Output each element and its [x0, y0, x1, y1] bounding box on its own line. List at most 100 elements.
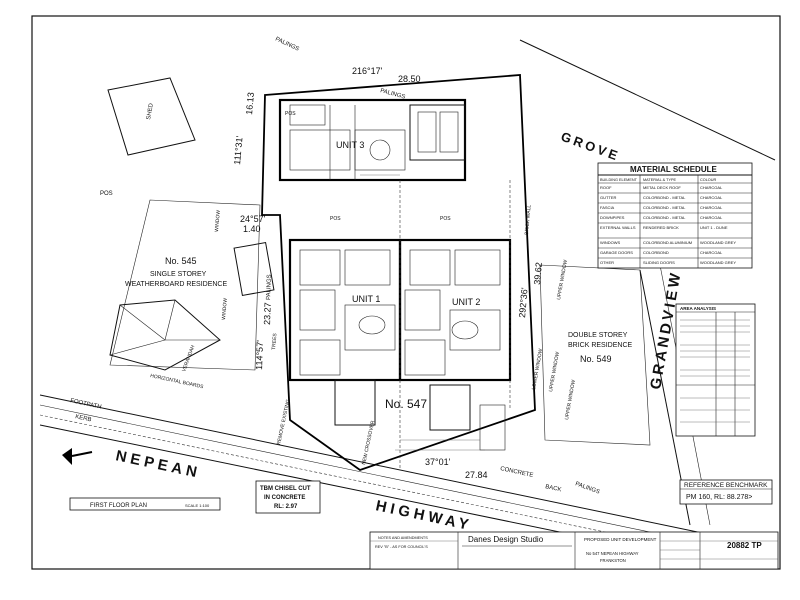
- window-label-left-2: WINDOW: [221, 298, 229, 321]
- unit-1-plan: UNIT 1: [288, 238, 402, 382]
- svg-text:POS: POS: [100, 191, 113, 197]
- unit-1-label: UNIT 1: [352, 294, 380, 304]
- lot-549-number: No. 549: [580, 354, 612, 364]
- reference-benchmark: REFERENCE BENCHMARK PM 160, RL: 88.278>: [679, 479, 773, 505]
- upper-window-label-2: UPPER WINDOW: [548, 351, 561, 392]
- unit-2-label: UNIT 2: [452, 297, 480, 307]
- svg-text:CHARCOAL: CHARCOAL: [700, 185, 723, 190]
- north-arrow-icon: [62, 448, 93, 465]
- svg-text:24°57': 24°57': [240, 214, 266, 224]
- dim-left-upper: 111°31' 16.13: [232, 92, 256, 165]
- svg-text:WOODLAND GREY: WOODLAND GREY: [700, 260, 736, 265]
- trees-label: TREES: [271, 332, 278, 350]
- svg-text:SCALE 1:100: SCALE 1:100: [185, 503, 210, 508]
- material-row: ROOF METAL DECK ROOF CHARCOAL: [598, 185, 752, 194]
- svg-text:ROOF: ROOF: [600, 185, 612, 190]
- verandah-roof: VERANDAH: [109, 299, 221, 373]
- driveway: [334, 180, 511, 470]
- material-row: GUTTER COLORBOND - METAL CHARCOAL: [598, 195, 752, 204]
- unit-3-plan: UNIT 3: [278, 98, 467, 182]
- site-boundary: [261, 74, 536, 472]
- svg-text:COLORBOND - METAL: COLORBOND - METAL: [643, 215, 686, 220]
- dim-bottom: 37°01' 27.84: [425, 457, 488, 480]
- svg-text:216°17': 216°17': [352, 66, 383, 76]
- svg-text:AREA ANALYSIS: AREA ANALYSIS: [680, 306, 716, 311]
- window-label-left-1: WINDOW: [214, 210, 222, 233]
- pos-label-unit2: POS: [440, 216, 451, 222]
- remove-existing-label: REMOVE EXISTING: [276, 399, 292, 446]
- street-grove: GROVE: [559, 129, 622, 164]
- dim-right: 292°36' 39.62: [517, 262, 544, 318]
- notes-heading: NOTES AND AMENDMENTS: [378, 536, 428, 540]
- svg-text:1.40: 1.40: [243, 224, 261, 234]
- neighbour-shed: SHED: [107, 77, 196, 156]
- dim-left-lower: 114°57' 23.27: [254, 302, 273, 370]
- material-row: WINDOWS COLORBOND ALUMINIUM WOODLAND GRE…: [598, 240, 752, 249]
- svg-text:VERANDAH: VERANDAH: [181, 344, 196, 373]
- svg-text:REFERENCE BENCHMARK: REFERENCE BENCHMARK: [684, 482, 768, 489]
- street-highway: HIGHWAY: [374, 497, 474, 534]
- svg-text:CHARCOAL: CHARCOAL: [700, 195, 723, 200]
- material-schedule: MATERIAL SCHEDULE BUILDING ELEMENT MATER…: [597, 162, 753, 269]
- palings-label-top-left: PALINGS: [274, 36, 300, 52]
- svg-text:CHARCOAL: CHARCOAL: [700, 215, 723, 220]
- svg-text:37°01': 37°01': [425, 457, 451, 467]
- material-row: DOWNPIPES COLORBOND - METAL CHARCOAL: [598, 215, 752, 224]
- material-row: EXTERNAL WALLS RENDERED BRICK UNIT 1 - D…: [598, 225, 752, 239]
- project-address: No 547 NEPEAN HIGHWAY: [586, 551, 639, 556]
- palings-label-left: PALINGS: [266, 274, 273, 300]
- drawing-number: 20882 TP: [727, 541, 762, 550]
- svg-text:16.13: 16.13: [244, 92, 256, 115]
- dim-top: 216°17' 28.50: [352, 66, 421, 84]
- svg-text:FASCIA: FASCIA: [600, 205, 615, 210]
- svg-text:METAL DECK ROOF: METAL DECK ROOF: [643, 185, 681, 190]
- lot-545-number: No. 545: [165, 256, 197, 266]
- back-label: BACK: [545, 484, 562, 493]
- pos-label-unit3: POS: [285, 111, 296, 117]
- svg-text:MATERIAL & TYPE: MATERIAL & TYPE: [643, 178, 677, 182]
- svg-text:COLORBOND - METAL: COLORBOND - METAL: [643, 195, 686, 200]
- upper-window-label-3: UPPER WINDOW: [564, 379, 577, 420]
- svg-text:GARAGE DOORS: GARAGE DOORS: [600, 250, 633, 255]
- floor-plan-title: FIRST FLOOR PLAN SCALE 1:100: [69, 497, 221, 511]
- brick-wall-label: BRICK WALL: [524, 204, 533, 235]
- studio-name: Danes Design Studio: [468, 535, 544, 544]
- area-analysis-table: AREA ANALYSIS: [675, 303, 756, 437]
- svg-text:COLORBOND - METAL: COLORBOND - METAL: [643, 205, 686, 210]
- svg-text:DOWNPIPES: DOWNPIPES: [600, 215, 625, 220]
- svg-text:COLORBOND: COLORBOND: [643, 250, 669, 255]
- upper-window-label-1: UPPER WINDOW: [556, 259, 569, 300]
- svg-text:OTHER: OTHER: [600, 260, 614, 265]
- svg-text:UNIT 1 - DUNE: UNIT 1 - DUNE: [700, 225, 728, 230]
- svg-text:SLIDING DOORS: SLIDING DOORS: [643, 260, 675, 265]
- svg-text:MATERIAL SCHEDULE: MATERIAL SCHEDULE: [630, 165, 717, 174]
- svg-text:39.62: 39.62: [532, 262, 544, 285]
- title-block: NOTES AND AMENDMENTS REV "B" - AS FOR CO…: [369, 531, 779, 570]
- svg-text:EXTERNAL WALLS: EXTERNAL WALLS: [600, 225, 636, 230]
- svg-text:WINDOWS: WINDOWS: [600, 240, 621, 245]
- svg-text:COLORBOND ALUMINIUM: COLORBOND ALUMINIUM: [643, 240, 692, 245]
- svg-text:SHED: SHED: [146, 102, 155, 120]
- lot-545-desc-2: WEATHERBOARD RESIDENCE: [125, 281, 227, 288]
- svg-text:BUILDING ELEMENT: BUILDING ELEMENT: [600, 178, 638, 182]
- svg-text:23.27: 23.27: [262, 302, 273, 325]
- svg-text:292°36': 292°36': [517, 287, 530, 318]
- svg-text:CHARCOAL: CHARCOAL: [700, 205, 723, 210]
- svg-text:PM 160, RL: 88.278>: PM 160, RL: 88.278>: [686, 494, 752, 501]
- svg-text:28.50: 28.50: [398, 74, 421, 84]
- svg-text:GUTTER: GUTTER: [600, 195, 617, 200]
- svg-text:114°57': 114°57': [254, 340, 265, 370]
- lot-549-desc-2: BRICK RESIDENCE: [568, 342, 633, 349]
- palings-label-bottom: PALINGS: [574, 481, 600, 495]
- footpath-label: FOOTPATH: [70, 398, 102, 410]
- svg-text:COLOUR: COLOUR: [700, 178, 717, 182]
- unit-3-label: UNIT 3: [336, 140, 364, 150]
- pos-label-unit1: POS: [330, 216, 341, 222]
- lot-545-desc-1: SINGLE STOREY: [150, 271, 207, 278]
- svg-text:WOODLAND GREY: WOODLAND GREY: [700, 240, 736, 245]
- tbm-box: TBM CHISEL CUT IN CONCRETE RL: 2.97: [255, 480, 321, 514]
- svg-text:FIRST FLOOR PLAN: FIRST FLOOR PLAN: [90, 503, 147, 509]
- concrete-label: CONCRETE: [500, 466, 534, 479]
- svg-text:27.84: 27.84: [465, 470, 488, 480]
